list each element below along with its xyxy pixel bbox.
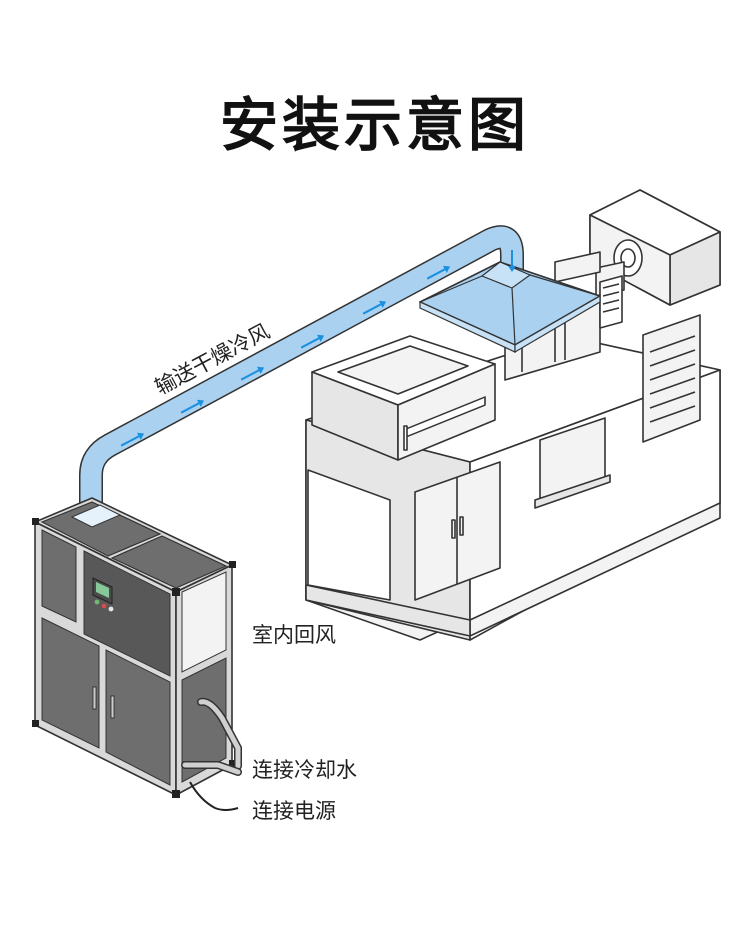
airflow-arrows [120, 250, 516, 447]
label-return-air: 室内回风 [252, 623, 336, 647]
flow-arrow [240, 366, 265, 381]
exhaust-hood [419, 261, 601, 354]
flow-arrow [180, 399, 205, 414]
flow-arrow [300, 334, 325, 349]
label-cooling-water: 连接冷却水 [252, 758, 357, 782]
flow-arrow [362, 300, 387, 315]
label-power: 连接电源 [252, 799, 336, 823]
air-duct [79, 225, 524, 510]
page-title: 安装示意图 [219, 91, 530, 159]
flow-arrow [120, 432, 145, 447]
dehumidifier-unit [32, 497, 242, 811]
generator-machine [305, 189, 721, 641]
flow-arrow [426, 265, 451, 280]
flow-arrow [508, 250, 516, 272]
